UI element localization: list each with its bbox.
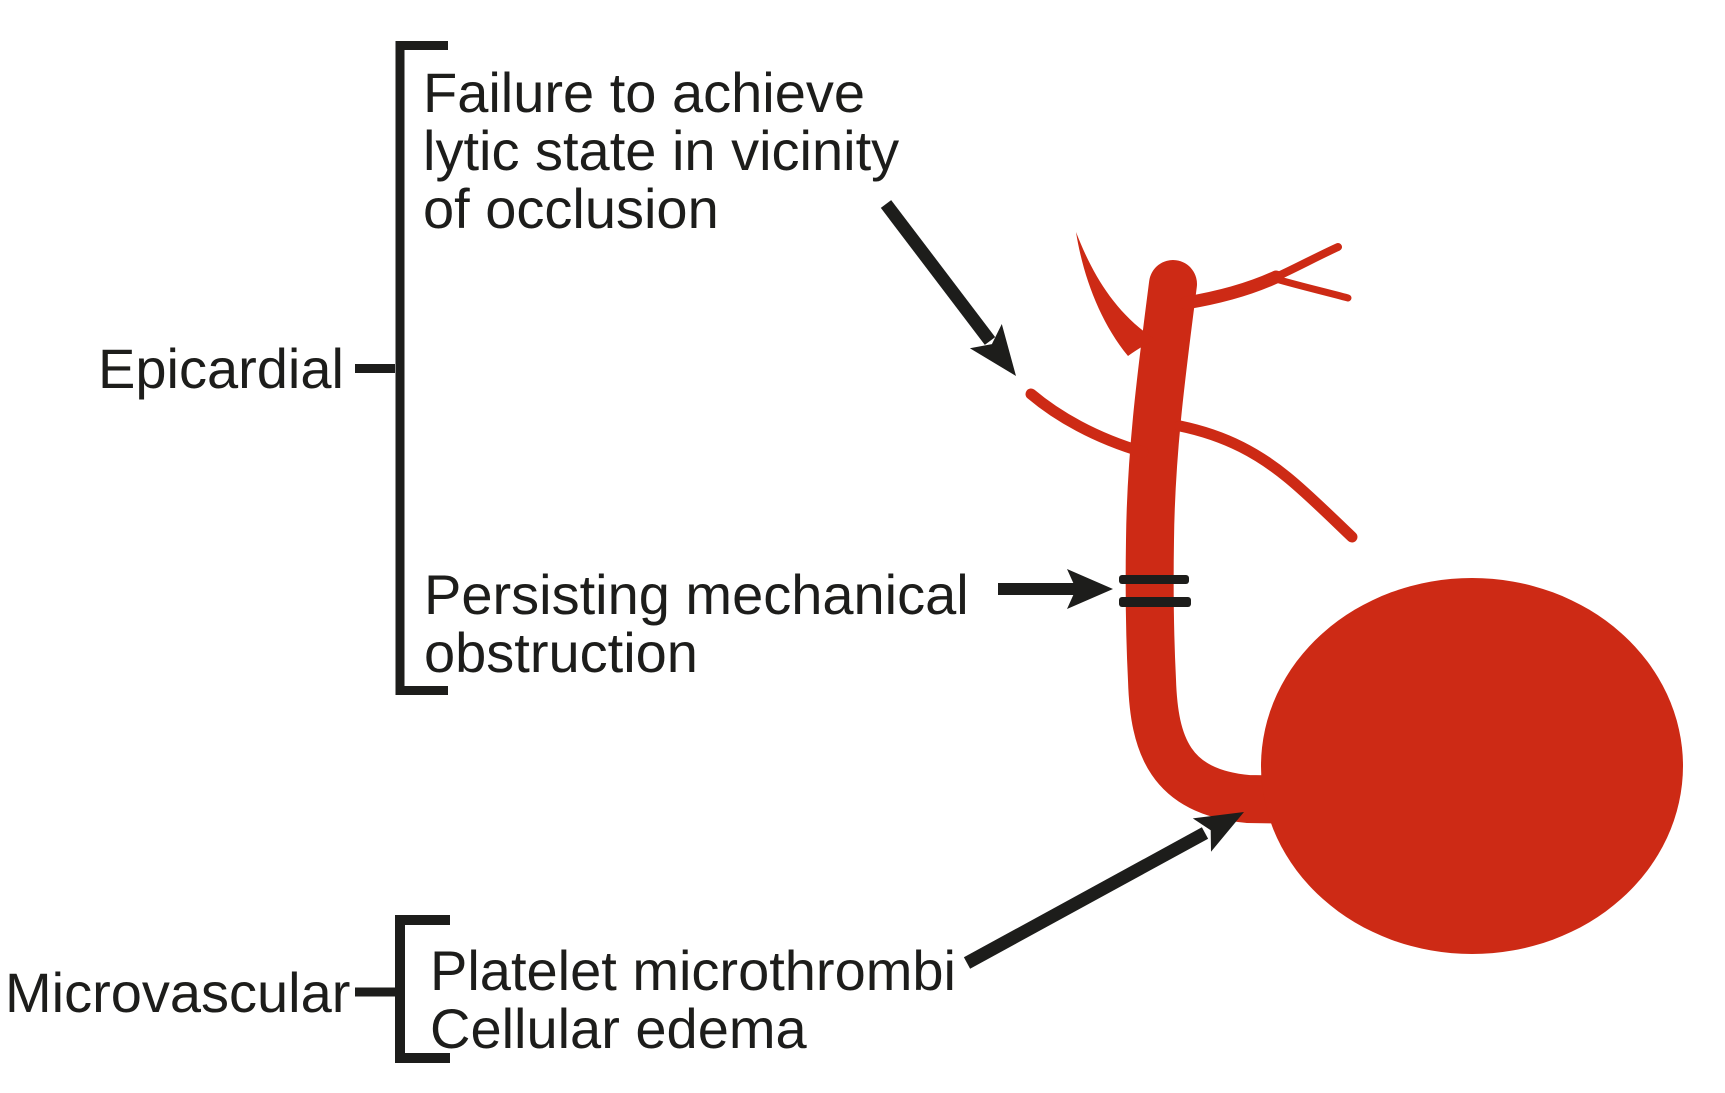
arrow-lytic-failure (880, 200, 1016, 376)
annotation-lytic-failure-line2: lytic state in vicinity (423, 119, 900, 182)
epicardial-bracket (355, 41, 448, 695)
artery-branch-middle-right (1174, 420, 1358, 543)
category-label-epicardial: Epicardial (98, 337, 344, 400)
microvascular-bracket (355, 915, 450, 1063)
arrow-lytic-failure-head (969, 324, 1016, 376)
arrow-mechanical-obstruction-head (1067, 569, 1113, 609)
coronary-artery-illustration (1025, 232, 1683, 954)
arrow-lytic-failure-shaft (880, 200, 996, 345)
artery-branch-upper-right-fork-up (1272, 243, 1342, 281)
annotation-lytic-failure-line1: Failure to achieve (423, 61, 866, 124)
arrow-mechanical-obstruction (998, 569, 1113, 609)
category-label-microvascular: Microvascular (5, 961, 351, 1024)
artery-branch-upper-right-fork-down (1272, 275, 1352, 302)
microvascular-bed-circle (1261, 578, 1683, 954)
epicardial-bracket-outline (395, 41, 448, 695)
occlusion-marks (1119, 575, 1191, 607)
arrow-microvascular-causes-shaft (963, 827, 1209, 969)
annotation-mechanical-obstruction-line2: obstruction (424, 621, 698, 684)
annotation-microvascular-causes-line1: Platelet microthrombi (430, 939, 956, 1002)
artery-branch-middle-left (1025, 388, 1149, 458)
artery-branch-upper-left (1076, 232, 1156, 356)
arrow-microvascular-causes-head (1192, 812, 1244, 852)
occlusion-mark-lower (1119, 597, 1191, 607)
annotation-lytic-failure-line3: of occlusion (423, 177, 719, 240)
annotation-mechanical-obstruction-line1: Persisting mechanical (424, 563, 969, 626)
arrow-microvascular-causes (963, 812, 1244, 969)
annotation-lytic-failure: Failure to achieve lytic state in vicini… (423, 64, 899, 238)
artery-branch-upper-right (1179, 270, 1283, 310)
microvascular-bracket-outline (395, 915, 450, 1063)
annotation-microvascular-causes-line2: Cellular edema (430, 997, 807, 1060)
occlusion-mark-upper (1119, 575, 1189, 584)
annotation-microvascular-causes: Platelet microthrombi Cellular edema (430, 942, 956, 1058)
annotation-mechanical-obstruction: Persisting mechanical obstruction (424, 566, 969, 682)
